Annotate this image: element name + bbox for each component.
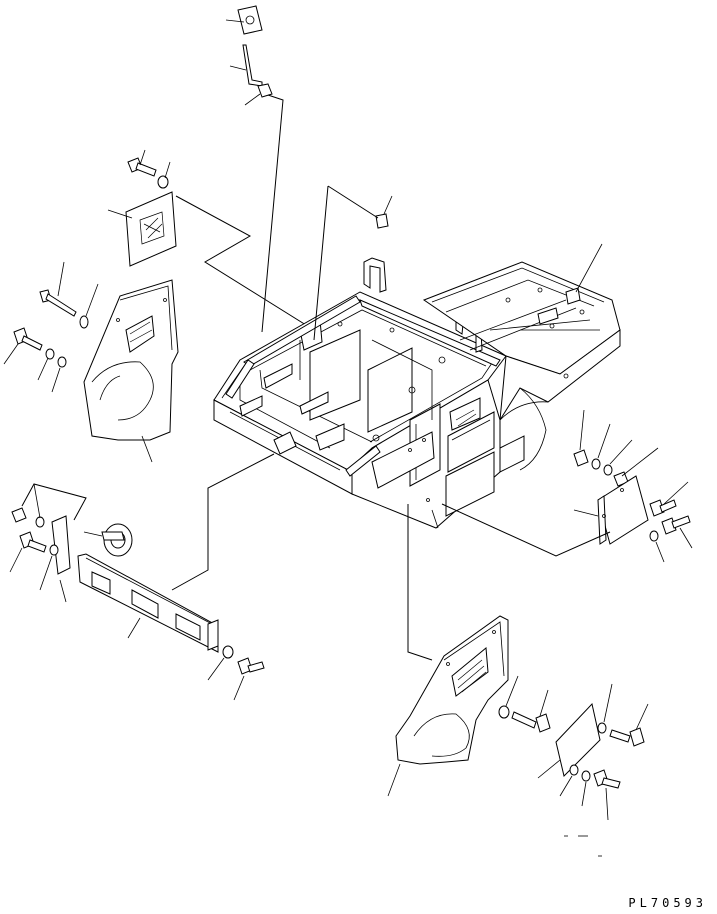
washer-fender-b bbox=[597, 683, 613, 734]
nut-right-a bbox=[573, 409, 589, 467]
top-bracket-part bbox=[225, 5, 263, 35]
bracket-plate-small bbox=[51, 515, 71, 603]
short-bolt-left bbox=[3, 327, 43, 365]
rubber-mount-part bbox=[83, 523, 133, 557]
bolt-fender-b bbox=[609, 703, 649, 747]
right-fender-panel bbox=[387, 504, 509, 797]
bolt-right-a bbox=[649, 481, 689, 517]
small-cover-plate bbox=[537, 702, 601, 779]
washer-right-a bbox=[591, 423, 611, 470]
washer-left-c bbox=[51, 356, 67, 393]
left-fender-panel bbox=[83, 279, 179, 463]
top-nut-part bbox=[244, 83, 284, 333]
upper-frame-nut bbox=[313, 185, 393, 341]
washer-left-b bbox=[37, 348, 55, 381]
washer-upper-left bbox=[157, 161, 171, 189]
washer-right-b bbox=[603, 439, 633, 476]
bolt-fender-c bbox=[593, 769, 621, 821]
nut-bottom-left bbox=[11, 483, 87, 528]
bolt-right-b bbox=[661, 515, 693, 549]
rear-platform bbox=[422, 243, 621, 471]
nut-right-b bbox=[613, 447, 659, 487]
small-mark bbox=[564, 835, 602, 857]
washer-fender-c bbox=[559, 764, 579, 797]
l-pin-part bbox=[229, 44, 263, 87]
bolt-bumper bbox=[233, 657, 265, 701]
right-cover-plate bbox=[441, 475, 649, 557]
long-bolt-left bbox=[39, 261, 77, 317]
washer-fender-a bbox=[498, 675, 519, 719]
washer-bumper bbox=[207, 645, 234, 681]
washer-bottom-left-a bbox=[39, 544, 59, 591]
bolt-fender-a bbox=[511, 689, 551, 733]
bumper-bar bbox=[77, 453, 275, 653]
washer-right-c bbox=[649, 530, 665, 563]
bolt-bottom-left-a bbox=[9, 531, 47, 573]
drawing-code: PL70593 bbox=[628, 896, 707, 910]
bolt-upper-left bbox=[127, 149, 157, 177]
washer-left-a bbox=[79, 283, 99, 329]
cover-plate bbox=[107, 191, 331, 341]
washer-fender-d bbox=[581, 770, 591, 807]
